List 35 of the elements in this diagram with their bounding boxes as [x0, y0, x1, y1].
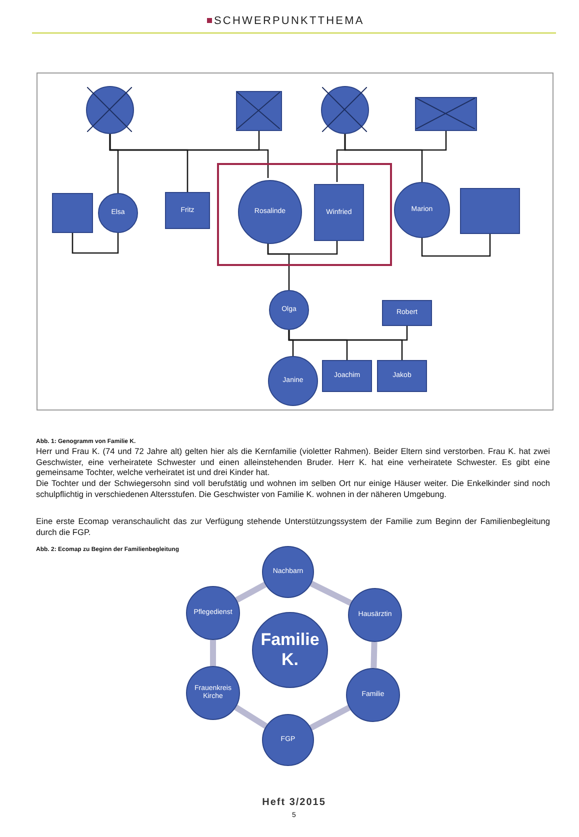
female-circle [268, 356, 318, 406]
paragraph: Herr und Frau K. (74 und 72 Jahre alt) gelten hier als die Kernfamilie (violetter Rahmen). Beider Eltern sind verstorben. Frau K. hat zwei Geschwister, eine verheiratete Schwester und einen alleinstehenden Bruder. Herr K. hat eine verheiratete Schwester. Es gibt eine gemeinsame Tochter, welche verheiratet ist und drei Kinder hat. [36, 446, 550, 478]
male-square [377, 360, 427, 392]
family-line [421, 234, 491, 257]
core-family-frame [217, 163, 392, 266]
page-header: SCHWERPUNKTTHEMA [214, 15, 364, 27]
male-square [382, 300, 432, 326]
connector-band [370, 642, 378, 668]
connector-band [234, 704, 268, 729]
ecomap-circle [262, 714, 314, 766]
ecomap-circle [348, 588, 402, 642]
ecomap-circle [186, 586, 240, 640]
paragraph: Die Tochter und der Schwiegersohn sind voll berufstätig und wohnen im selben Ort nur einige Häuser weiter. Die Enkelkinder sind noch schulpflichtig in verschiedenen Altersstufen. Die Geschwister von Familie K. wohnen in der näheren Umgebung. [36, 478, 550, 500]
male-square [165, 192, 210, 229]
ecomap-circle [186, 666, 240, 720]
family-line [288, 330, 403, 360]
connector-band [310, 704, 351, 730]
male-square [460, 188, 520, 234]
family-line [267, 242, 290, 290]
connector-band [310, 580, 352, 606]
female-circle [269, 290, 309, 330]
footer-issue: Heft 3/2015 [261, 798, 327, 809]
paragraph: Eine erste Ecomap veranschaulicht das zur Verfügung stehende Unterstützungssystem der Familie zum Beginn der Familienbegleitung durch die FGP. [36, 516, 550, 538]
male-square [52, 193, 93, 233]
ecomap-circle [346, 668, 400, 722]
node-label: Familie K. [260, 630, 320, 670]
family-line [109, 134, 269, 178]
male-square [314, 184, 364, 241]
ecomap-circle [262, 546, 314, 598]
connector-band [235, 582, 267, 603]
female-circle [98, 193, 138, 233]
family-line [344, 134, 423, 182]
connector-band [210, 640, 216, 666]
family-line [72, 233, 119, 254]
male-square [322, 360, 372, 392]
